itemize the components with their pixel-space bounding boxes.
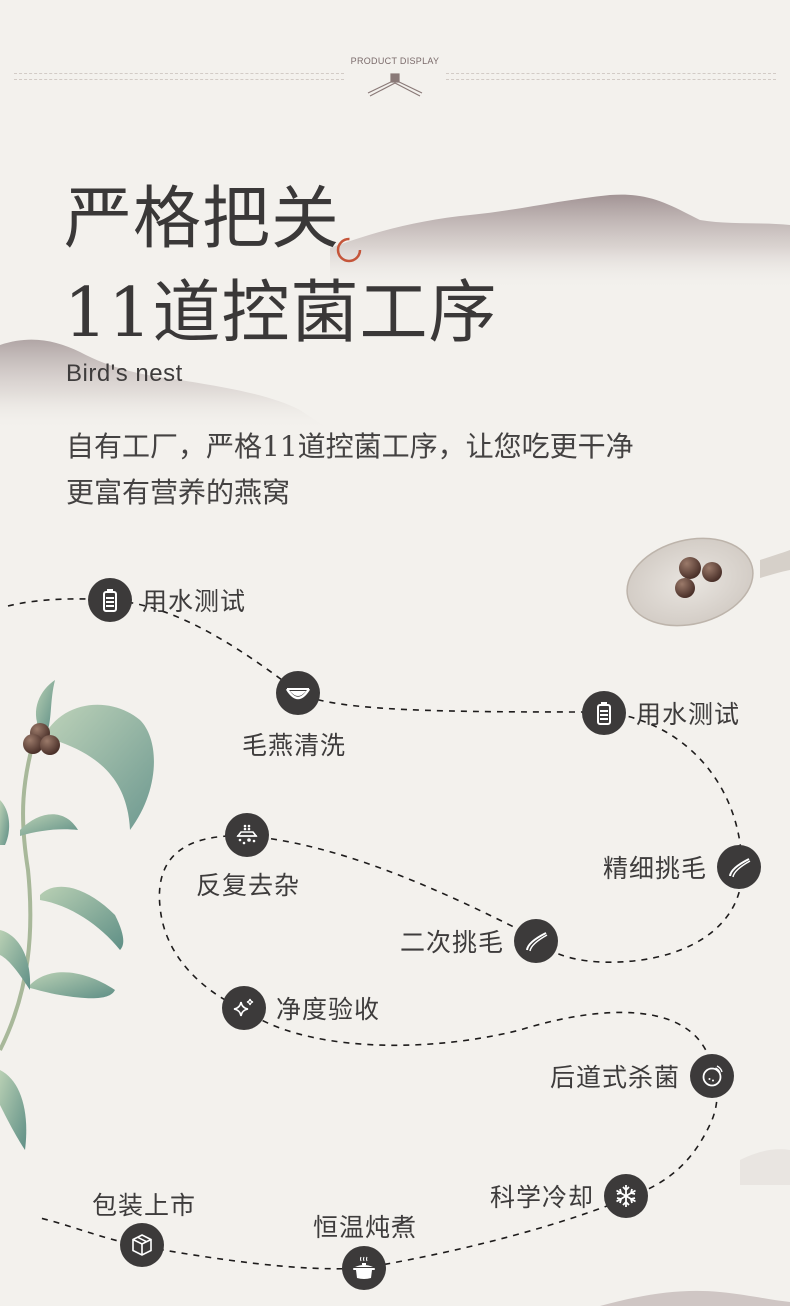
sparkle-icon (222, 986, 266, 1030)
header-divider-right (446, 73, 776, 74)
process-step-7: 净度验收 (222, 986, 380, 1030)
step-label: 用水测试 (636, 700, 741, 729)
description: 自有工厂，严格11道控菌工序，让您吃更干净 更富有营养的燕窝 (66, 424, 746, 516)
stew-pot-icon (342, 1246, 386, 1290)
step-label-10: 恒温炖煮 (313, 1213, 418, 1242)
process-step-8: 后道式杀菌 (550, 1054, 735, 1098)
sieve-impurities-icon (225, 813, 269, 857)
process-step-6 (225, 813, 269, 857)
header-divider-left (14, 73, 344, 74)
step-label: 科学冷却 (490, 1183, 595, 1212)
process-step-2 (276, 671, 320, 715)
process-step-5: 二次挑毛 (400, 919, 559, 963)
step-label: 精细挑毛 (603, 854, 708, 883)
header-divider-right-2 (446, 79, 776, 80)
step-label-2: 毛燕清洗 (242, 731, 347, 760)
water-bottle-icon (88, 578, 132, 622)
description-line1: 自有工厂，严格11道控菌工序，让您吃更干净 (66, 430, 634, 463)
page-title-line2: 11道控菌工序 (64, 274, 498, 353)
process-step-4: 精细挑毛 (603, 845, 762, 889)
description-line2: 更富有营养的燕窝 (66, 476, 291, 509)
process-step-3: 用水测试 (582, 691, 740, 735)
step-label: 用水测试 (142, 587, 247, 616)
header-ornament-icon (367, 73, 423, 97)
snowflake-icon (604, 1174, 649, 1218)
subtitle-english: Bird's nest (66, 360, 183, 387)
process-step-11 (120, 1223, 164, 1267)
process-step-10 (342, 1246, 386, 1290)
section-header-label: PRODUCT DISPLAY (350, 56, 440, 66)
tweezers-icon (717, 845, 762, 889)
step-label: 净度验收 (276, 995, 381, 1024)
page-title-line1: 严格把关 (64, 180, 341, 259)
sterilize-icon (690, 1054, 735, 1098)
step-label: 二次挑毛 (400, 928, 505, 957)
header-divider-left-2 (14, 79, 344, 80)
spoon-illustration (626, 537, 790, 627)
tweezers-icon (514, 919, 559, 963)
process-step-1: 用水测试 (88, 578, 246, 622)
water-bottle-icon (582, 691, 626, 735)
plant-illustration (0, 680, 154, 1150)
step-label-6: 反复去杂 (196, 871, 301, 900)
washing-bowl-icon (276, 671, 320, 715)
step-label: 后道式杀菌 (550, 1063, 681, 1092)
step-label-11: 包装上市 (92, 1191, 197, 1220)
package-box-icon (120, 1223, 164, 1267)
process-step-9: 科学冷却 (490, 1174, 649, 1218)
